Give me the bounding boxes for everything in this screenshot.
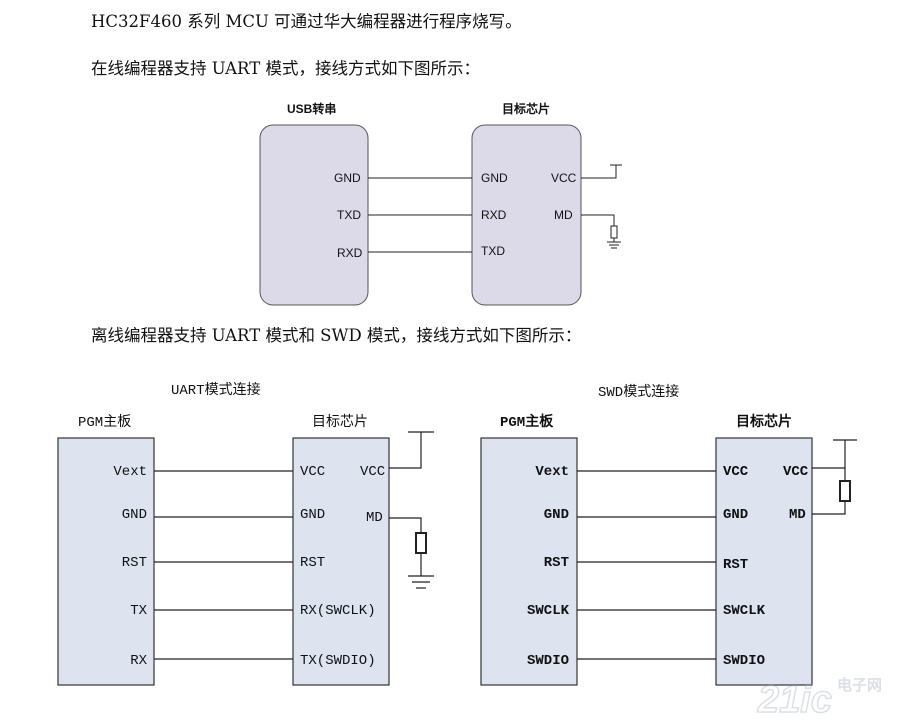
swd-left-pin: Vext [535, 464, 569, 480]
swd-side-pin: VCC [783, 464, 809, 480]
swd-right-pin: GND [723, 507, 748, 523]
swd-left-title: PGM主板 [500, 413, 554, 431]
swd-side-pin: MD [789, 507, 806, 523]
online-side-pin: MD [554, 208, 573, 222]
online-left-title: USB转串 [287, 101, 336, 116]
swd-diagram-title: SWD模式连接 [598, 383, 679, 401]
online-left-pin: RXD [337, 246, 363, 260]
uart-right-title: 目标芯片 [312, 414, 368, 431]
uart-side-pin: MD [366, 510, 383, 526]
uart-right-pin: RX(SWCLK) [300, 603, 376, 619]
intro-line: HC32F460 系列 MCU 可通过华大编程器进行程序烧写。 [91, 12, 522, 31]
swd-right-pin: SWCLK [723, 603, 766, 619]
online-left-pin: TXD [337, 208, 361, 222]
uart-pgm-board-box [57, 437, 155, 686]
swd-wires [577, 439, 857, 660]
uart-diagram-title: UART模式连接 [171, 381, 261, 399]
swd-left-pin: RST [544, 555, 569, 571]
uart-target-chip-box [292, 437, 390, 686]
swd-target-chip-box [715, 437, 813, 686]
uart-right-pin: RST [300, 555, 325, 571]
swd-right-title: 目标芯片 [736, 413, 792, 431]
uart-diagram: UART模式连接 PGM主板 目标芯片 Vext GND RST TX RX V… [57, 381, 434, 686]
swd-pgm-board-box [480, 437, 578, 686]
uart-left-pin: TX [130, 603, 147, 619]
swd-left-pin: GND [544, 507, 569, 523]
swd-diagram: SWD模式连接 PGM主板 目标芯片 Vext GND RST SWCLK SW… [480, 383, 857, 686]
watermark-logo: 21ic 电子网 [756, 676, 882, 720]
uart-left-pin: RX [130, 653, 147, 669]
uart-wires [154, 431, 434, 660]
uart-side-pin: VCC [360, 464, 385, 480]
online-wires [368, 164, 622, 253]
uart-left-title: PGM主板 [78, 414, 131, 431]
swd-right-pin: VCC [723, 464, 749, 480]
online-diagram: USB转串 目标芯片 GND TXD RXD GND RXD TXD VCC M… [259, 101, 622, 306]
online-right-pin: GND [481, 171, 508, 185]
online-right-title: 目标芯片 [502, 101, 550, 116]
online-right-pin: RXD [481, 208, 507, 222]
uart-left-pin: GND [122, 507, 147, 523]
swd-right-pin: SWDIO [723, 653, 765, 669]
offline-programmer-line: 离线编程器支持 UART 模式和 SWD 模式，接线方式如下图所示： [91, 326, 582, 345]
online-side-pin: VCC [551, 171, 577, 185]
online-left-pin: GND [334, 171, 361, 185]
swd-left-pin: SWDIO [527, 653, 569, 669]
swd-left-pin: SWCLK [527, 603, 570, 619]
watermark-cn-text: 电子网 [837, 676, 882, 694]
online-right-pin: TXD [481, 244, 505, 258]
swd-right-pin: RST [723, 557, 748, 573]
online-programmer-line: 在线编程器支持 UART 模式，接线方式如下图所示： [91, 59, 480, 78]
uart-left-pin: Vext [113, 464, 147, 480]
uart-left-pin: RST [122, 555, 147, 571]
uart-right-pin: VCC [300, 464, 325, 480]
uart-right-pin: GND [300, 507, 325, 523]
uart-right-pin: TX(SWDIO) [300, 653, 376, 669]
watermark-logo-text: 21ic [757, 679, 832, 720]
